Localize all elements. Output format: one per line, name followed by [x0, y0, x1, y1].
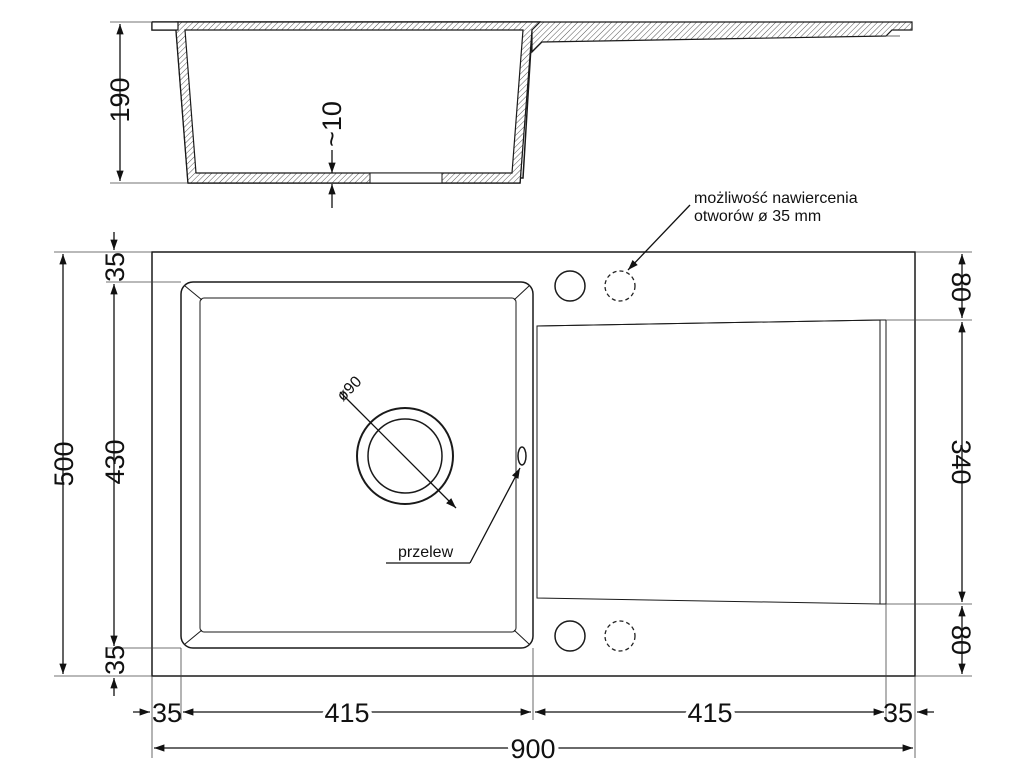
overflow-leader [469, 467, 521, 564]
drain-diameter-label: ø90 [334, 373, 366, 405]
tap-hole-note-line1: możliwość nawiercenia [694, 190, 858, 207]
dim-bottom-thickness: ~10 [317, 101, 347, 147]
dim-section-height: 190 [105, 77, 135, 122]
overflow-label: przelew [398, 544, 454, 561]
section-drainer-board [531, 21, 913, 54]
dim-bowl-depth: 430 [100, 439, 130, 484]
drain-outer [356, 407, 454, 505]
sink-outline [151, 251, 916, 677]
tap-hole-top-right [604, 270, 636, 302]
tap-hole-top-left [554, 270, 586, 302]
bowl-inner-bottom [199, 297, 517, 633]
tap-hole-note-line2: otworów ø 35 mm [694, 208, 821, 225]
drain-inner [367, 418, 443, 494]
tap-hole-note-leader [627, 204, 691, 271]
tap-hole-bottom-left [554, 620, 586, 652]
section-view: 190 ~10 [105, 21, 913, 208]
dim-margin-top: 35 [100, 252, 130, 282]
bowl-outer-rim [180, 281, 534, 649]
dim-drainer-offset-top: 80 [946, 272, 976, 302]
tap-hole-bottom-right [604, 620, 636, 652]
plan-view: ø90 przelew możliwość nawiercenia otworó… [49, 190, 976, 768]
dim-drainer-offset-bottom: 80 [946, 625, 976, 655]
section-left-rim [151, 21, 179, 31]
dim-drainer-width: 415 [687, 698, 732, 728]
drainer-area [536, 319, 881, 605]
drain-diameter-leader [339, 391, 457, 509]
dim-bowl-width: 415 [324, 698, 369, 728]
overflow-hole [517, 446, 527, 466]
dim-overall-width: 900 [510, 734, 555, 764]
section-bowl-shell [175, 21, 541, 184]
dim-margin-bottom: 35 [100, 645, 130, 675]
dim-margin-left: 35 [152, 698, 182, 728]
dim-margin-right: 35 [883, 698, 913, 728]
section-drain-opening [369, 172, 443, 184]
dim-drainer-depth: 340 [946, 439, 976, 484]
dim-overall-depth: 500 [49, 441, 79, 486]
